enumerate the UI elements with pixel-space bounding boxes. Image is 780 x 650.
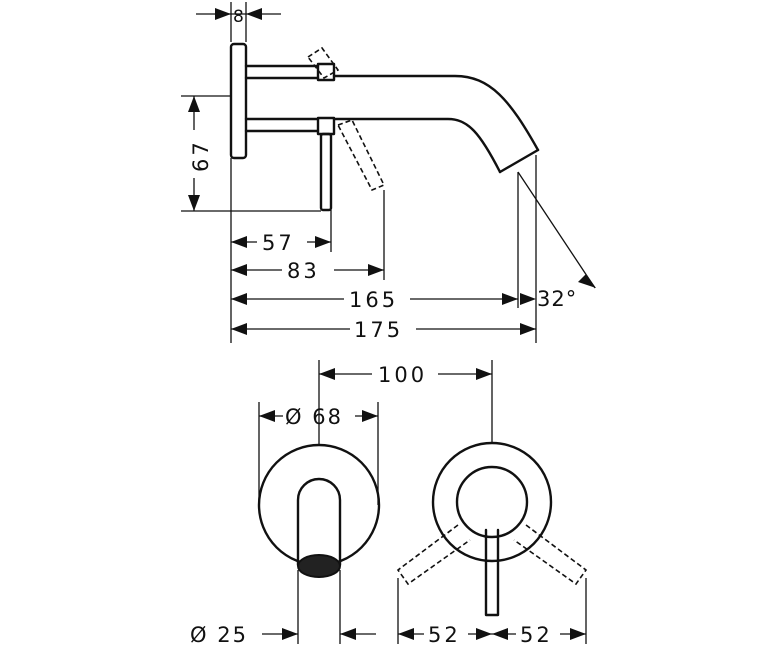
- front-view-lever: 100 52 52: [318, 360, 588, 647]
- dim-height: 67: [189, 139, 213, 172]
- dim-spout-length: 165: [349, 288, 398, 312]
- front-view-spout: Ø 68 Ø 25: [190, 402, 381, 647]
- spout: [332, 74, 540, 152]
- lever-swing-left: [396, 524, 471, 586]
- lever-stem: [319, 132, 333, 212]
- dim-lever-swing-left: 52: [428, 623, 461, 647]
- dim-lever-reach: 83: [287, 259, 320, 283]
- dim-total-projection: 175: [354, 318, 403, 342]
- spout-outlet: [297, 554, 341, 578]
- dim-angle: 32°: [537, 287, 577, 311]
- dim-rosette-diameter: Ø 68: [285, 405, 343, 429]
- dim-flange-thickness: 8: [233, 7, 244, 27]
- wall-flange: [229, 42, 248, 160]
- lever-front: [484, 528, 500, 617]
- rosette-lever: [431, 441, 553, 563]
- lever-hub: [455, 465, 529, 539]
- side-view: 8 67 57 83 165: [180, 2, 596, 343]
- dim-spout-diameter: Ø 25: [190, 623, 248, 647]
- spout-front: [296, 477, 342, 567]
- lever-swung-top: [306, 46, 340, 80]
- lever-swing-right: [513, 524, 588, 586]
- dim-lever-swing-right: 52: [520, 623, 553, 647]
- rosette-spout: [257, 443, 381, 567]
- dim-center-distance: 100: [378, 363, 427, 387]
- dim-lever-offset: 57: [262, 231, 295, 255]
- lever-swung-bottom: [336, 119, 386, 192]
